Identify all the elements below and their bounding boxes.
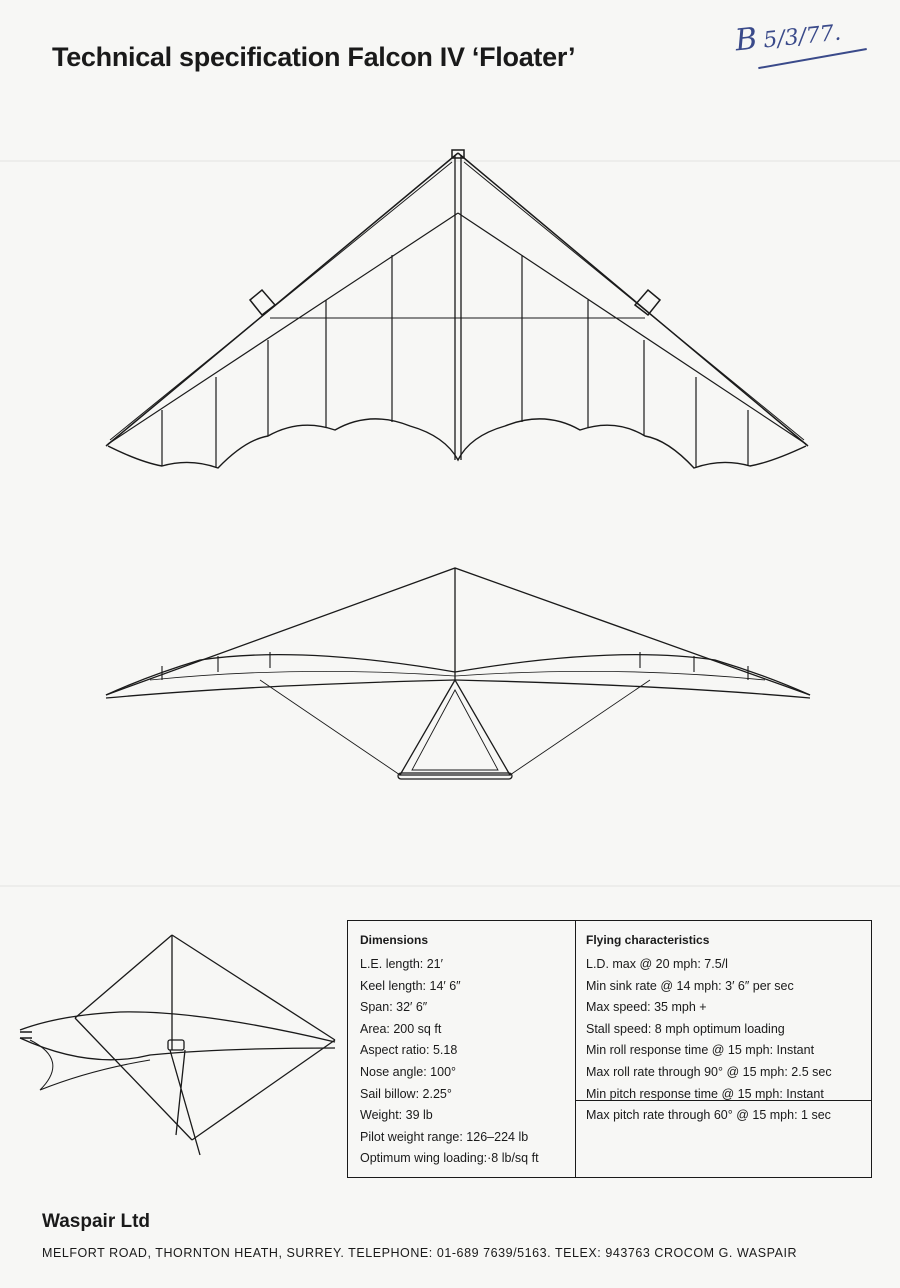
rigging-wires [74,934,336,1141]
flying-item: Min roll response time @ 15 mph: Instant [586,1043,815,1058]
wing-upper-right [454,653,811,696]
control-bar-inner [411,689,499,771]
paper-fold-line [0,885,900,887]
flying-item: Stall speed: 8 mph optimum loading [586,1021,785,1036]
dimension-item: Area: 200 sq ft [360,1021,442,1036]
flying-characteristics-section: Flying characteristics L.D. max @ 20 mph… [576,921,871,1122]
leading-edge-left [105,152,459,447]
wing-lower-right [454,679,811,699]
paper-fold-line [0,160,900,162]
wing-surface-right [454,670,766,681]
flying-item: Max pitch rate through 60° @ 15 mph: 1 s… [586,1108,831,1123]
battens [161,255,749,468]
wing-upper [19,1011,336,1043]
dimension-item: Span: 32′ 6″ [360,1000,428,1015]
dimension-item: Optimum wing loading:·8 lb/sq ft [360,1151,539,1166]
dimension-item: Aspect ratio: 5.18 [360,1043,458,1058]
wing-lower [19,1037,336,1061]
leading-edge-tube-left [109,161,453,441]
flying-item: Max speed: 35 mph + [586,1000,707,1015]
keel [454,155,462,460]
crossbar-fitting-left [248,288,277,317]
flying-wires [259,679,651,776]
nose-plate [451,149,465,159]
wing-upper-left [105,653,456,696]
flying-item: Max roll rate through 90° @ 15 mph: 2.5 … [586,1064,832,1079]
flying-item: L.D. max @ 20 mph: 7.5/l [586,957,728,971]
control-bar-down-tubes [169,1049,201,1156]
glider-front-view-icon [105,567,811,780]
glider-top-view-icon [105,149,809,469]
trailing-edge [107,418,807,469]
dimension-item: Pilot weight range: 126–224 lb [360,1129,529,1144]
flying-item: Min sink rate @ 14 mph: 3′ 6″ per sec [586,978,794,993]
dimension-item: Sail billow: 2.25° [360,1086,452,1101]
dimension-item: Keel length: 14′ 6″ [360,978,461,993]
wing-trailing [29,1039,151,1091]
glider-perspective-view-drawing [19,934,336,1156]
flying-heading: Flying characteristics [586,933,710,947]
upright-tips [161,652,749,680]
handwritten-date: 5/3/77. [762,20,843,54]
wing-lower-left [105,679,456,699]
dimension-item: Nose angle: 100° [360,1064,457,1079]
hang-point [167,1039,185,1051]
specification-table: Dimensions L.E. length: 21′ Keel length:… [347,920,872,1178]
crossbar-right [457,212,807,445]
wing-surface-left [149,670,456,681]
dimensions-heading: Dimensions [360,933,429,947]
leading-edge-tube-right [463,161,805,441]
crossbar-left [107,212,459,445]
leading-edge-right [457,152,809,447]
dimension-item: L.E. length: 21′ [360,957,443,971]
control-bar-frame [398,678,512,776]
control-bar [397,772,513,780]
company-address: MELFORT ROAD, THORNTON HEATH, SURREY. TE… [42,1246,798,1260]
glider-front-view-drawing [105,567,811,780]
crossbar-fitting-right [633,288,662,317]
handwritten-initials: B [733,21,760,59]
company-name: Waspair Ltd [42,1211,151,1232]
wing-tip-tube [20,1031,32,1039]
glider-perspective-view-icon [19,934,336,1156]
dimension-item: Weight: 39 lb [360,1108,433,1123]
dimensions-section: Dimensions L.E. length: 21′ Keel length:… [348,921,576,1177]
glider-top-view-drawing [105,149,809,469]
document-title: Technical specification Falcon IV ‘Float… [52,42,576,72]
flying-item: Min pitch response time @ 15 mph: Instan… [586,1086,824,1101]
